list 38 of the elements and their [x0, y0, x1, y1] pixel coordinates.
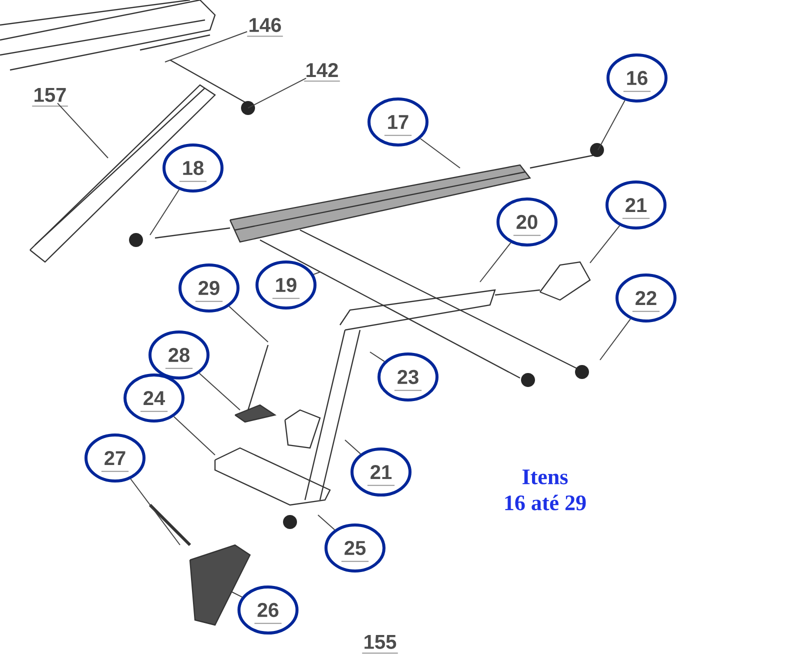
- leader-line: [318, 514, 336, 530]
- leader-line: [420, 138, 460, 168]
- leader-line: [164, 31, 248, 62]
- callout-number: 20: [496, 198, 558, 246]
- leader-line: [130, 478, 180, 546]
- leader-line: [344, 440, 362, 454]
- callout-number: 18: [162, 144, 224, 192]
- leader-line: [228, 306, 268, 342]
- leader-line: [173, 416, 216, 456]
- part-number: 146: [246, 18, 284, 37]
- leader-line: [590, 225, 620, 264]
- callout-number: 19: [256, 260, 316, 310]
- leader-line: [150, 189, 180, 236]
- leader-line: [232, 592, 243, 598]
- note: Itens 16 até 29: [505, 470, 586, 510]
- leader-line: [198, 372, 240, 410]
- leader-line: [313, 272, 320, 275]
- callout-number: 21: [606, 180, 666, 230]
- part-number: 142: [304, 63, 340, 82]
- callout-number: 27: [84, 434, 146, 482]
- part-number: 155: [362, 635, 398, 654]
- callout-number: 22: [616, 274, 676, 322]
- callout-number: 25: [324, 524, 386, 572]
- leader-line: [598, 100, 626, 150]
- callout-number: 23: [378, 352, 438, 402]
- leader-line: [57, 102, 108, 158]
- leader-line: [480, 242, 512, 282]
- callout-number: 16: [606, 54, 668, 102]
- leader-line: [370, 352, 385, 362]
- callout-number: 29: [178, 264, 240, 312]
- leader-line: [248, 78, 307, 108]
- callout-number: 28: [148, 330, 210, 380]
- leader-line: [600, 318, 631, 360]
- callout-number: 24: [124, 374, 184, 422]
- callout-number: 21: [350, 448, 412, 496]
- callout-number: 17: [368, 98, 428, 146]
- callout-number: 26: [238, 586, 298, 634]
- part-number: 157: [32, 88, 68, 107]
